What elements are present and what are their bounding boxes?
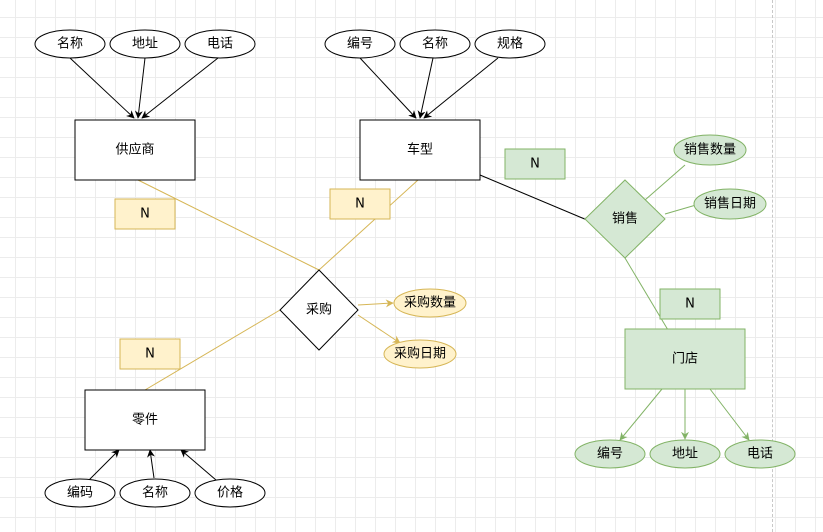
supplier-attribute-name[interactable]: 名称 (34, 29, 106, 59)
store-attribute-address-label: 地址 (672, 447, 698, 462)
supplier-attribute-address-label: 地址 (132, 37, 158, 52)
cardinality-supplier-purchase-label: N (140, 207, 150, 222)
edge-car-sales (479, 174, 588, 221)
purchase-attribute-quantity[interactable]: 采购数量 (393, 288, 467, 318)
edge-purchase-qty (357, 299, 394, 308)
purchase-attribute-quantity-label: 采购数量 (404, 295, 456, 311)
store-entity[interactable]: 门店 (624, 328, 746, 390)
car-attribute-name[interactable]: 名称 (399, 29, 471, 59)
edge-sales-date (664, 204, 697, 215)
edge-car-purchase (318, 179, 419, 271)
cardinality-car-sales-label: N (530, 157, 540, 172)
sales-attribute-date[interactable]: 销售日期 (693, 188, 767, 220)
edge-supplier-purchase (137, 179, 320, 271)
cardinality-car-purchase-label: N (355, 197, 365, 212)
sales-attribute-quantity[interactable]: 销售数量 (673, 134, 747, 166)
edge-supplier-attr-name (69, 57, 135, 119)
part-attribute-price-label: 价格 (217, 485, 243, 501)
store-attribute-id-label: 编号 (597, 447, 623, 462)
supplier-attribute-name-label: 名称 (57, 36, 83, 52)
car-attribute-spec[interactable]: 规格 (474, 29, 546, 59)
edge-purchase-date (357, 314, 401, 344)
sales-relationship[interactable]: 销售 (584, 179, 666, 259)
part-attribute-code-label: 编码 (67, 486, 93, 501)
part-attribute-price[interactable]: 价格 (194, 478, 266, 508)
car-model-entity[interactable]: 车型 (359, 119, 481, 181)
sales-relationship-label: 销售 (612, 211, 638, 227)
edge-part-attr-code (88, 449, 120, 481)
purchase-relationship-label: 采购 (306, 302, 332, 318)
connectors (69, 57, 750, 481)
edge-supplier-attr-phone (141, 57, 219, 119)
cardinality-car-sales[interactable]: N (504, 148, 566, 180)
car-attribute-name-label: 名称 (422, 36, 448, 52)
car-attribute-id-label: 编号 (347, 37, 373, 52)
supplier-attribute-address[interactable]: 地址 (109, 29, 181, 59)
cardinality-part-purchase-label: N (145, 347, 155, 362)
store-attribute-phone-label: 电话 (747, 447, 773, 462)
edge-part-attr-price (180, 449, 217, 481)
part-attribute-name[interactable]: 名称 (119, 478, 191, 508)
car-model-entity-label: 车型 (407, 142, 433, 158)
car-attribute-spec-label: 规格 (497, 36, 523, 52)
edge-part-attr-name (147, 449, 155, 479)
store-attribute-phone[interactable]: 电话 (724, 439, 796, 469)
supplier-entity[interactable]: 供应商 (74, 119, 196, 181)
part-attribute-name-label: 名称 (142, 485, 168, 501)
page-boundary-guide (772, 0, 773, 532)
sales-attribute-date-label: 销售日期 (704, 196, 756, 212)
edge-car-attr-name (417, 57, 434, 119)
purchase-attribute-date[interactable]: 采购日期 (383, 339, 457, 369)
sales-attribute-quantity-label: 销售数量 (684, 142, 736, 158)
supplier-attribute-phone-label: 电话 (207, 37, 233, 52)
cardinality-store-sales-label: N (685, 297, 695, 312)
purchase-attribute-date-label: 采购日期 (394, 346, 446, 362)
store-entity-label: 门店 (672, 352, 698, 367)
edge-sales-qty (644, 164, 686, 201)
part-entity[interactable]: 零件 (84, 389, 206, 451)
store-attribute-id[interactable]: 编号 (574, 439, 646, 469)
part-attribute-code[interactable]: 编码 (44, 478, 116, 508)
edge-car-attr-spec (423, 57, 499, 119)
part-entity-label: 零件 (132, 413, 158, 428)
edge-store-attr-phone (709, 388, 750, 441)
cardinality-supplier-purchase[interactable]: N (114, 198, 176, 230)
cardinality-store-sales[interactable]: N (659, 288, 721, 320)
store-attribute-address[interactable]: 地址 (649, 439, 721, 469)
cardinality-car-purchase[interactable]: N (329, 188, 391, 220)
purchase-relationship[interactable]: 采购 (279, 269, 359, 351)
car-attribute-id[interactable]: 编号 (324, 29, 396, 59)
supplier-attribute-phone[interactable]: 电话 (184, 29, 256, 59)
edge-store-attr-id (619, 388, 663, 441)
supplier-entity-label: 供应商 (115, 142, 154, 158)
edge-supplier-attr-address (134, 57, 146, 119)
edge-part-purchase (144, 309, 281, 391)
cardinality-part-purchase[interactable]: N (119, 338, 181, 370)
edge-car-attr-id (359, 57, 417, 119)
